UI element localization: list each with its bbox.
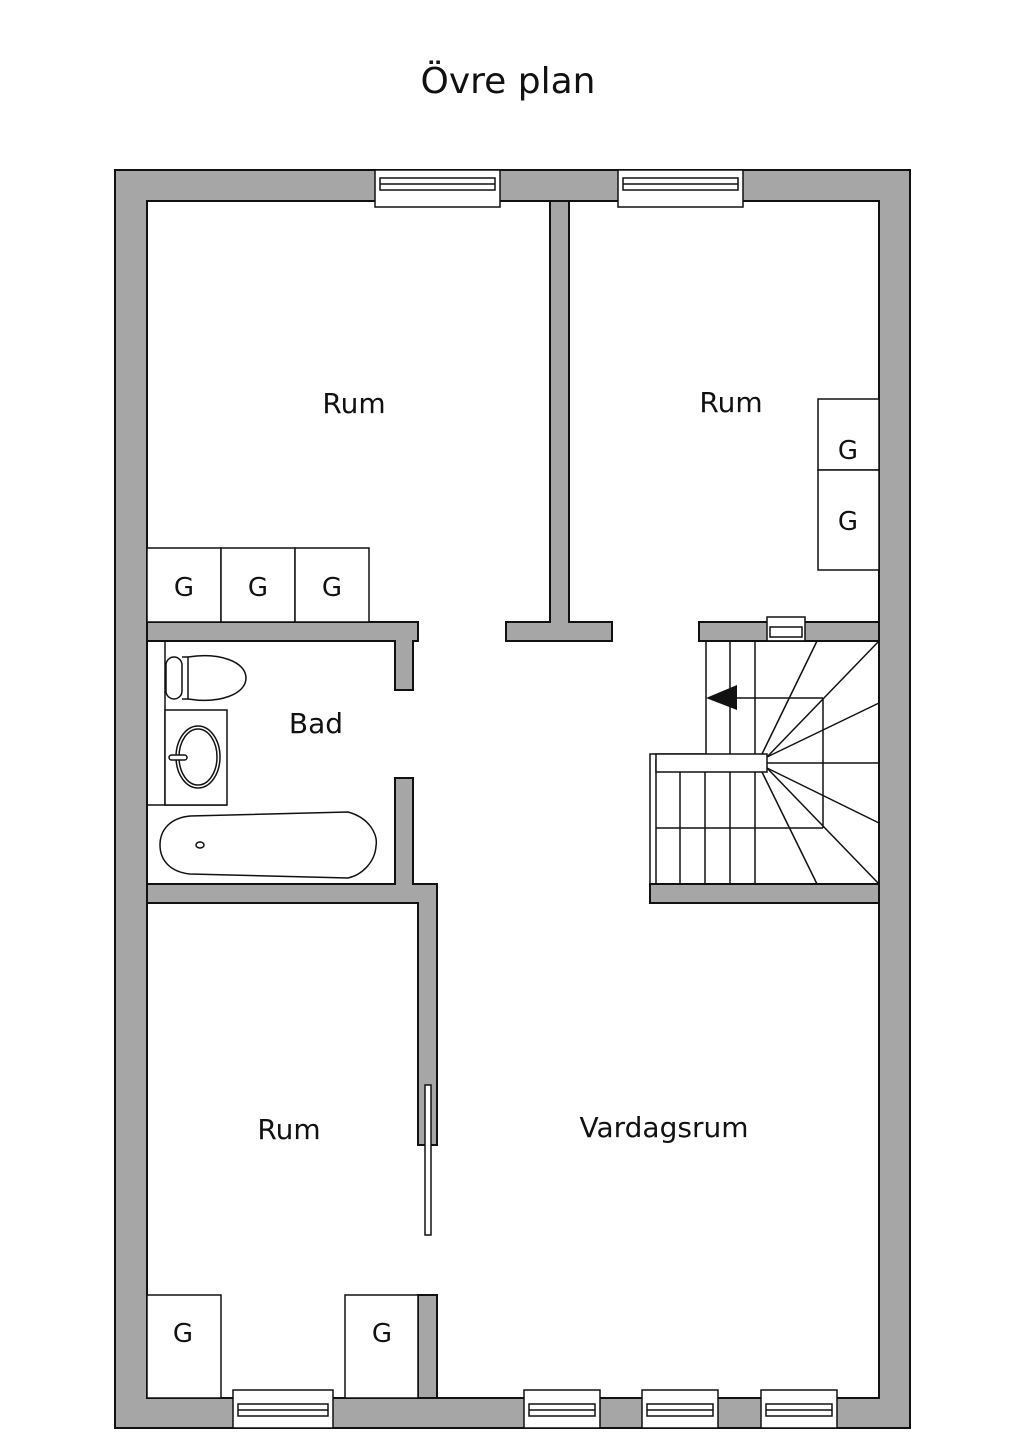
svg-text:G: G [838,436,858,466]
svg-text:G: G [174,573,194,603]
wall-bath-right [146,777,438,1146]
svg-text:G: G [838,507,858,537]
room-label-rum-top-left: Rum [322,387,385,420]
window-bottom-3 [641,1389,719,1429]
stair-direction-arrow-icon [706,685,737,710]
bathtub-icon [159,811,378,879]
staircase [649,640,880,885]
wall-above-bath [146,621,419,691]
sink-icon [164,709,228,806]
plan-title: Övre plan [421,60,596,102]
closet-bottom-left: G [146,1294,222,1399]
window-stair [766,616,806,642]
room-label-rum-top-right: Rum [699,386,762,419]
room-label-vardagsrum: Vardagsrum [580,1111,749,1144]
closets-top-left: G G G [146,547,370,623]
wall-room-lower [417,1294,438,1399]
sliding-door [424,1084,432,1236]
window-bottom-1 [232,1389,334,1429]
window-top-1 [374,169,501,208]
room-label-bad: Bad [289,707,343,740]
svg-text:G: G [248,573,268,603]
window-bottom-4 [760,1389,838,1429]
svg-text:G: G [372,1319,392,1349]
toilet-icon [165,655,247,701]
wall-stair-bottom [649,883,880,904]
outer-wall [114,169,911,1429]
wall-between-top-rooms [505,200,613,642]
closet-bottom-middle: G [344,1294,419,1399]
room-label-rum-bottom-left: Rum [257,1113,320,1146]
closets-top-right: G G [817,398,880,571]
svg-text:G: G [173,1319,193,1349]
svg-text:G: G [322,573,342,603]
window-bottom-2 [523,1389,601,1429]
window-top-2 [617,169,744,208]
